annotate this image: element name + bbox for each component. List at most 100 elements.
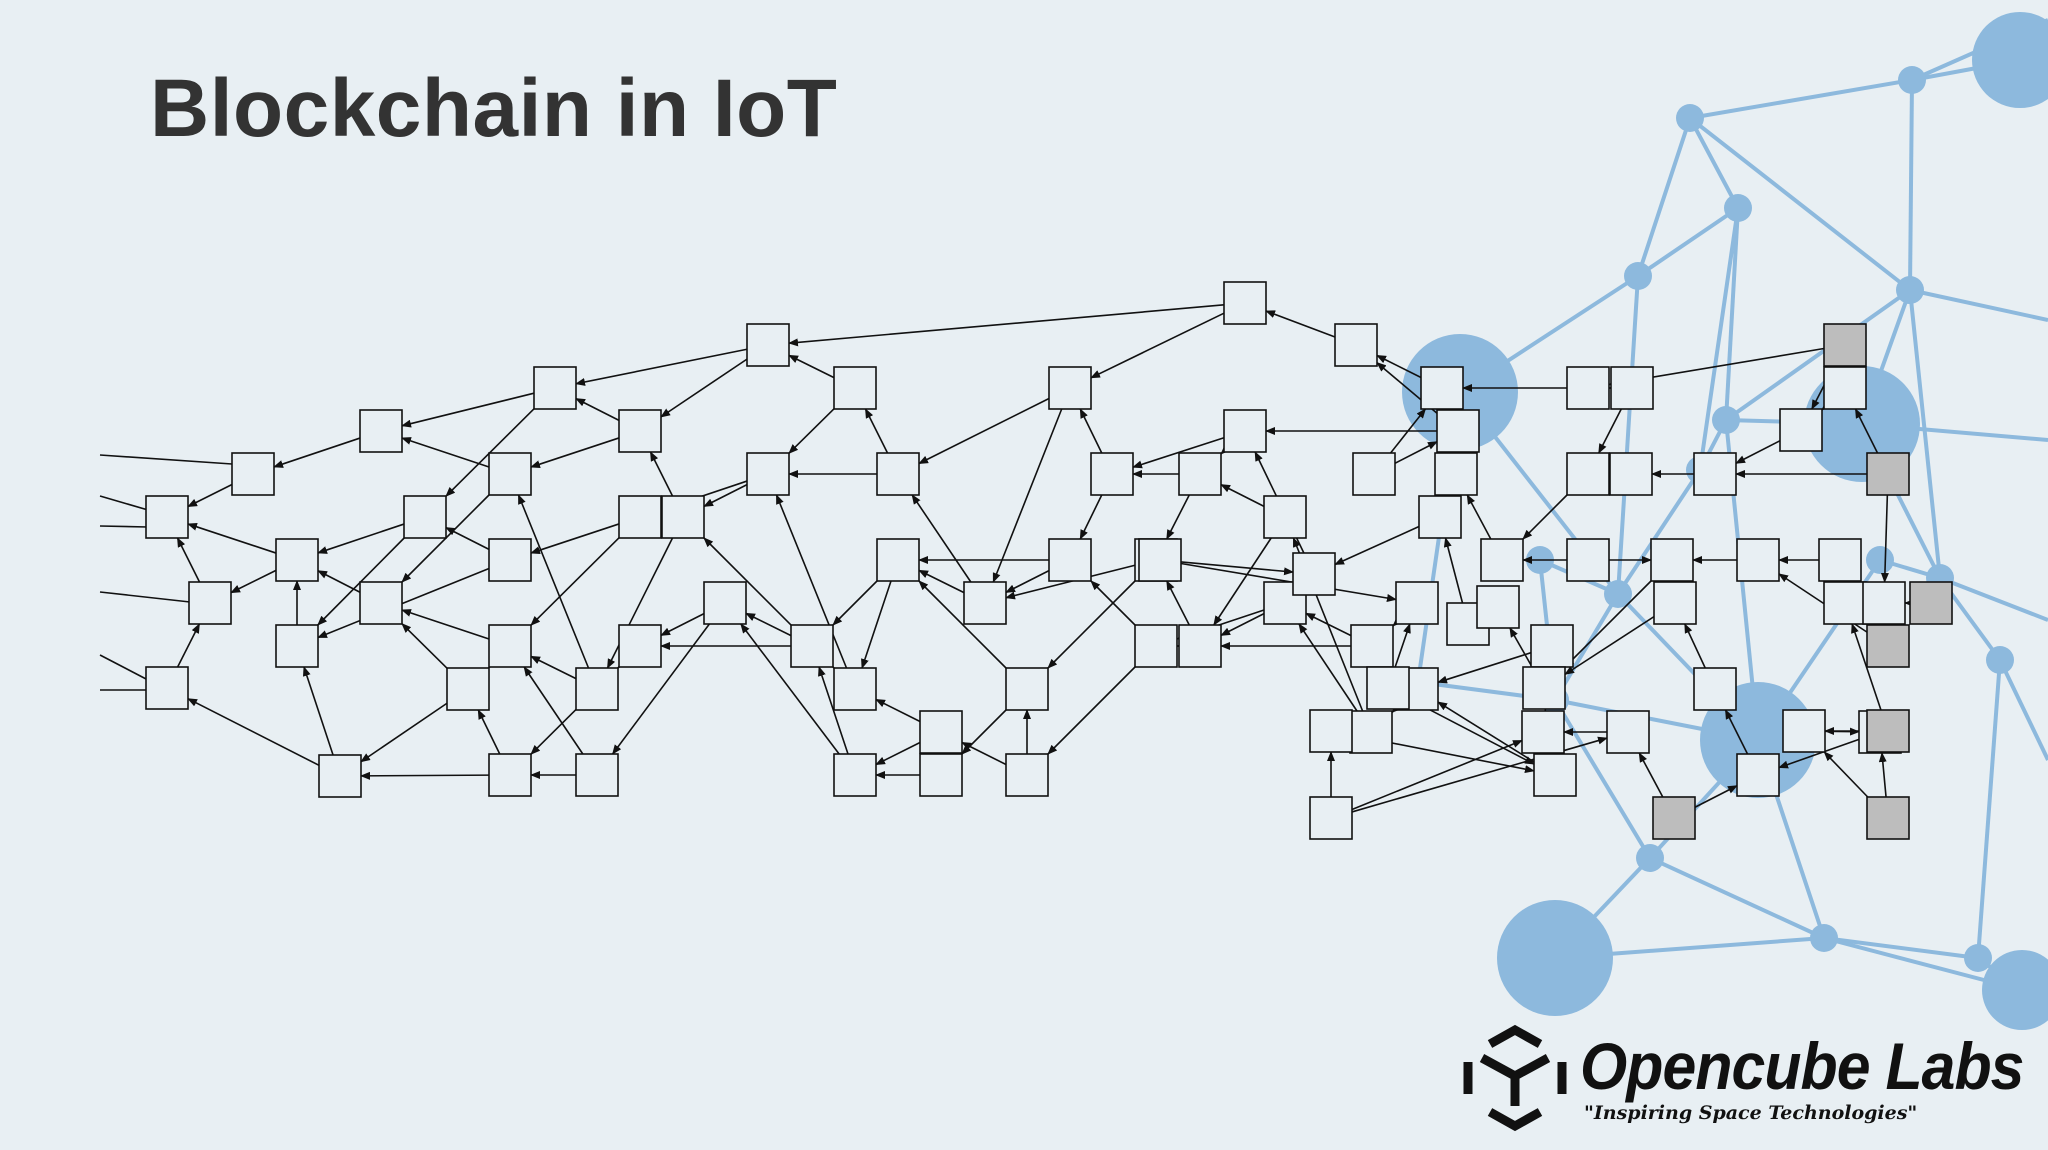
network-node [1712, 406, 1740, 434]
dag-edge [302, 666, 334, 756]
dag-edge [1166, 494, 1190, 540]
network-link [1998, 659, 2048, 761]
dag-edge [875, 741, 921, 766]
dag-tip-node [1866, 452, 1910, 496]
dag-node [1736, 753, 1780, 797]
dag-node [1005, 753, 1049, 797]
dag-edge [575, 397, 620, 422]
dag-edge [1694, 785, 1738, 808]
dag-node [275, 538, 319, 582]
dag-node [1480, 538, 1524, 582]
dag-edge [401, 609, 490, 640]
dag-node [533, 366, 577, 410]
dag-node [403, 495, 447, 539]
dag-edge [1878, 752, 1887, 798]
dag-node [1309, 796, 1353, 840]
dag-node [1350, 624, 1394, 668]
dag-edge [1684, 623, 1706, 669]
dag-edge [1522, 494, 1568, 540]
network-node [1497, 900, 1613, 1016]
network-node [1636, 844, 1664, 872]
dag-node [1476, 585, 1520, 629]
dag-edge [176, 623, 201, 668]
dag-edge [360, 702, 448, 763]
dag-node [1862, 581, 1906, 625]
dag-edge [649, 451, 674, 497]
dag-edge [961, 709, 1007, 755]
network-link [1908, 79, 1914, 291]
dag-edge [1443, 537, 1464, 604]
dag-edge [99, 495, 149, 511]
dag-node [1292, 552, 1336, 596]
dag-edge [1823, 751, 1869, 798]
network-link [1976, 659, 2002, 959]
dag-edge [1265, 310, 1336, 338]
dag-edge [187, 697, 320, 767]
network-link [1689, 78, 1913, 120]
dag-node [1606, 710, 1650, 754]
dag-edge [99, 454, 233, 465]
dag-edge [918, 569, 965, 594]
dag-node [618, 495, 662, 539]
dag-node [1263, 495, 1307, 539]
dag-edge [1598, 408, 1622, 454]
dag-edge [187, 483, 233, 508]
dag-node [575, 667, 619, 711]
dag-tip-node [1909, 581, 1953, 625]
network-link [1724, 288, 1912, 422]
network-link [1649, 856, 1825, 940]
dag-tip-node [1866, 624, 1910, 668]
dag-edge [530, 537, 620, 626]
dag-edge [788, 408, 835, 454]
dag-node [1823, 581, 1867, 625]
dag-edge [992, 408, 1063, 583]
dag-edge [530, 655, 577, 680]
dag-node [488, 753, 532, 797]
dag-tip-node [1823, 323, 1867, 367]
company-logo: Opencube Labs "Inspiring Space Technolog… [1460, 1018, 2030, 1140]
dag-node [1138, 538, 1182, 582]
dag-edge [1437, 701, 1535, 763]
dag-node [1178, 624, 1222, 668]
dag-edge [317, 567, 490, 639]
dag-edge [530, 437, 620, 469]
network-link [1616, 468, 1702, 596]
dag-node [488, 452, 532, 496]
dag-edge [523, 666, 584, 755]
dag-node [1436, 409, 1480, 453]
dag-edge [176, 537, 201, 583]
dag-node [1530, 624, 1574, 668]
dag-edge [918, 580, 1007, 669]
network-node [1982, 950, 2048, 1030]
network-link [1688, 116, 1912, 292]
dag-edge [575, 348, 748, 386]
network-link [1553, 698, 1652, 860]
network-link [1724, 207, 1740, 421]
dag-node [618, 409, 662, 453]
dag-node [145, 666, 189, 710]
dag-node [1223, 409, 1267, 453]
dag-node [1395, 581, 1439, 625]
dag-edge [273, 437, 361, 468]
network-node [1724, 194, 1752, 222]
dag-node [618, 624, 662, 668]
dag-node [318, 754, 362, 798]
dag-node [1048, 366, 1092, 410]
dag-edge [1880, 494, 1889, 583]
dag-tip-node [1866, 709, 1910, 753]
network-node [1604, 580, 1632, 608]
dag-node [1352, 452, 1396, 496]
network-node [1986, 646, 2014, 674]
dag-edge [1564, 580, 1652, 668]
dag-edge [99, 525, 149, 528]
dag-edge [1047, 666, 1136, 755]
network-node [1866, 546, 1894, 574]
dag-edge [660, 612, 705, 637]
dag-node [1134, 624, 1178, 668]
dag-edge [360, 771, 490, 780]
dag-edge [1389, 408, 1427, 454]
dag-edge [703, 483, 748, 508]
dag-node [833, 667, 877, 711]
dag-node [1366, 666, 1410, 710]
network-link [1636, 206, 1740, 278]
